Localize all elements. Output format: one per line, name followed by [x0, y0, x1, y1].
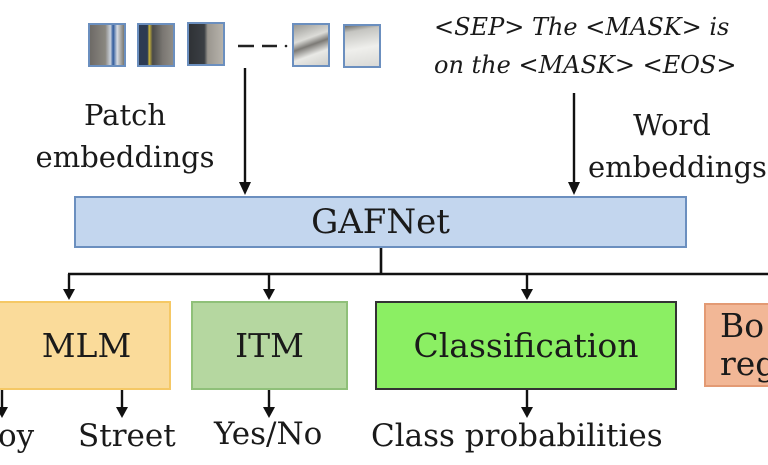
image-patch-2 [137, 23, 175, 67]
word-embeddings-label-line-2: embeddings [588, 150, 767, 184]
box-regression-label-line-1: Bo [720, 306, 765, 345]
patch-embeddings-label-line-2: embeddings [35, 140, 215, 174]
mlm-head: MLM [0, 301, 171, 390]
box-regression-label-line-2: reg [720, 344, 768, 383]
image-patch-4 [292, 23, 330, 67]
mlm-output-boy: oy [0, 418, 35, 454]
gafnet-label: GAFNet [311, 202, 450, 242]
itm-output: Yes/No [214, 416, 323, 452]
image-patch-5 [343, 24, 381, 68]
classification-output: Class probabilities [371, 418, 663, 454]
patch-embeddings-label-line-1: Patch [83, 98, 167, 132]
image-patch-3 [187, 22, 225, 66]
image-patch-1 [88, 23, 126, 67]
box-regression-head: Bo reg [704, 303, 768, 387]
classification-label: Classification [413, 326, 639, 365]
classification-head: Classification [375, 301, 677, 390]
itm-head: ITM [191, 301, 348, 390]
token-sequence-line-2: on the <MASK> <EOS> [434, 51, 737, 79]
itm-label: ITM [235, 326, 304, 365]
token-sequence-line-1: <SEP> The <MASK> is [434, 13, 730, 41]
mlm-output-street: Street [78, 418, 176, 454]
gafnet-block: GAFNet [74, 196, 687, 248]
word-embeddings-label-line-1: Word [633, 108, 711, 142]
mlm-label: MLM [41, 326, 132, 365]
